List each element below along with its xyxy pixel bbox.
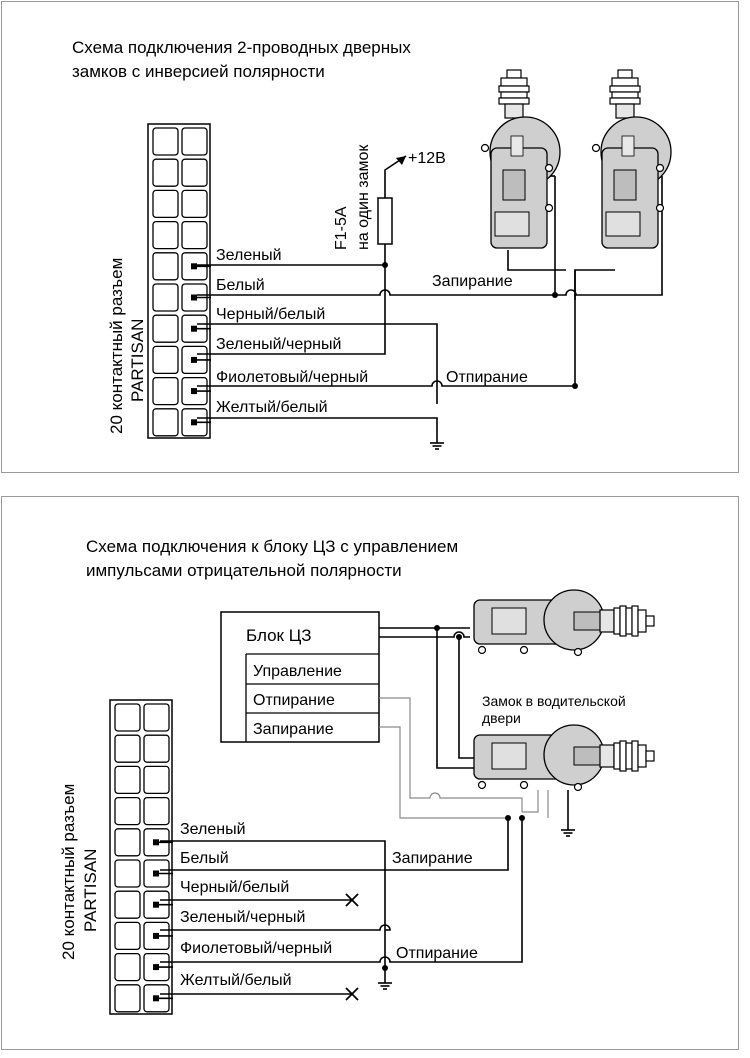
yellowwhite-cut-icon xyxy=(345,987,359,1001)
power-arrow xyxy=(384,155,407,198)
driver-lock-icon xyxy=(473,724,655,792)
bottom-lock-label: Запирание xyxy=(392,850,473,867)
top-lock-1-icon xyxy=(480,69,561,249)
top-connector-label-line1: 20 контактный разъем xyxy=(107,258,126,434)
connector-cell xyxy=(114,734,141,763)
connector-cell xyxy=(114,828,141,857)
bottom-diagram-panel xyxy=(1,496,739,1050)
connector-cell xyxy=(152,252,179,281)
bottom-wire-label-2: Черный/белый xyxy=(180,879,289,896)
connector-cell xyxy=(152,220,179,250)
connector-cell xyxy=(152,408,179,437)
connector-cell xyxy=(152,345,179,375)
top-fuse-label-line2: на один замок xyxy=(355,144,372,250)
connector-cell xyxy=(114,921,141,951)
connector-cell xyxy=(152,189,179,219)
connector-cell xyxy=(114,952,141,982)
connector-cell xyxy=(114,703,141,732)
bottom-wire-label-1: Белый xyxy=(180,850,229,867)
unit-row-lock: Запирание xyxy=(253,721,334,738)
connector-cell xyxy=(152,376,179,406)
connector-cell xyxy=(114,984,141,1013)
fuse-symbol xyxy=(377,197,393,245)
connector-cell xyxy=(114,765,141,795)
top-title-line1: Схема подключения 2-проводных дверных xyxy=(72,38,411,57)
bottom-wire-label-3: Зеленый/черный xyxy=(180,909,305,926)
connector-cell xyxy=(114,890,141,919)
unit-row-control: Управление xyxy=(253,663,342,680)
top-title-line2: замков с инверсией полярности xyxy=(72,62,325,81)
connector-cell xyxy=(143,765,170,795)
passenger-lock-icon xyxy=(473,589,655,657)
connector-cell xyxy=(152,314,179,343)
driver-lock-label-line2: двери xyxy=(482,710,521,726)
top-wire-label-4: Фиолетовый/черный xyxy=(216,369,368,386)
top-fuse-label-line1: F1-5A xyxy=(333,206,350,250)
connector-cell xyxy=(143,703,170,732)
connector-cell xyxy=(181,158,208,187)
central-lock-unit xyxy=(220,611,380,743)
connector-cell xyxy=(143,796,170,826)
bottom-wire-label-5: Желтый/белый xyxy=(180,972,292,989)
bottom-wire-label-4: Фиолетовый/черный xyxy=(180,940,332,957)
top-wire-label-0: Зеленый xyxy=(216,247,282,264)
connector-cell xyxy=(114,859,141,888)
top-lock-label: Запирание xyxy=(432,273,513,290)
top-wire-label-5: Желтый/белый xyxy=(216,399,328,416)
bottom-ground-icon xyxy=(377,974,393,990)
connector-cell xyxy=(143,734,170,763)
connector-cell xyxy=(152,158,179,187)
connector-cell xyxy=(152,283,179,312)
top-connector xyxy=(147,123,211,439)
top-wire-label-1: Белый xyxy=(216,277,265,294)
top-power-label: +12В xyxy=(408,150,446,167)
bottom-connector-label-line2: PARTISAN xyxy=(81,849,100,932)
top-connector-label-line2: PARTISAN xyxy=(128,319,147,402)
unit-row-unlock: Отпирание xyxy=(253,692,335,709)
top-lock-2-icon xyxy=(591,69,672,249)
top-ground-icon xyxy=(429,434,445,450)
bottom-wire-label-0: Зеленый xyxy=(180,821,246,838)
bottom-unlock-label: Отпирание xyxy=(396,945,478,962)
bottom-wiring xyxy=(160,627,569,995)
top-diagram-panel xyxy=(1,1,739,473)
connector-cell xyxy=(152,127,179,156)
connector-cell xyxy=(181,189,208,219)
bottom-connector-label-line1: 20 контактный разъем xyxy=(59,784,78,960)
driver-lock-label-line1: Замок в водительской xyxy=(482,693,626,709)
bottom-title-line2: импульсами отрицательной полярности xyxy=(86,561,402,580)
unit-title: Блок ЦЗ xyxy=(246,626,312,645)
bottom-connector xyxy=(109,699,173,1015)
driver-lock-ground-icon xyxy=(560,821,576,837)
bottom-title-line1: Схема подключения к блоку ЦЗ с управлени… xyxy=(86,537,458,556)
connector-cell xyxy=(114,796,141,826)
connector-cell xyxy=(181,220,208,250)
top-unlock-label: Отпирание xyxy=(446,369,528,386)
connector-cell xyxy=(181,127,208,156)
blackwhite-cut-icon xyxy=(345,893,359,907)
top-wire-label-3: Зеленый/черный xyxy=(216,336,341,353)
top-wire-label-2: Черный/белый xyxy=(216,306,325,323)
